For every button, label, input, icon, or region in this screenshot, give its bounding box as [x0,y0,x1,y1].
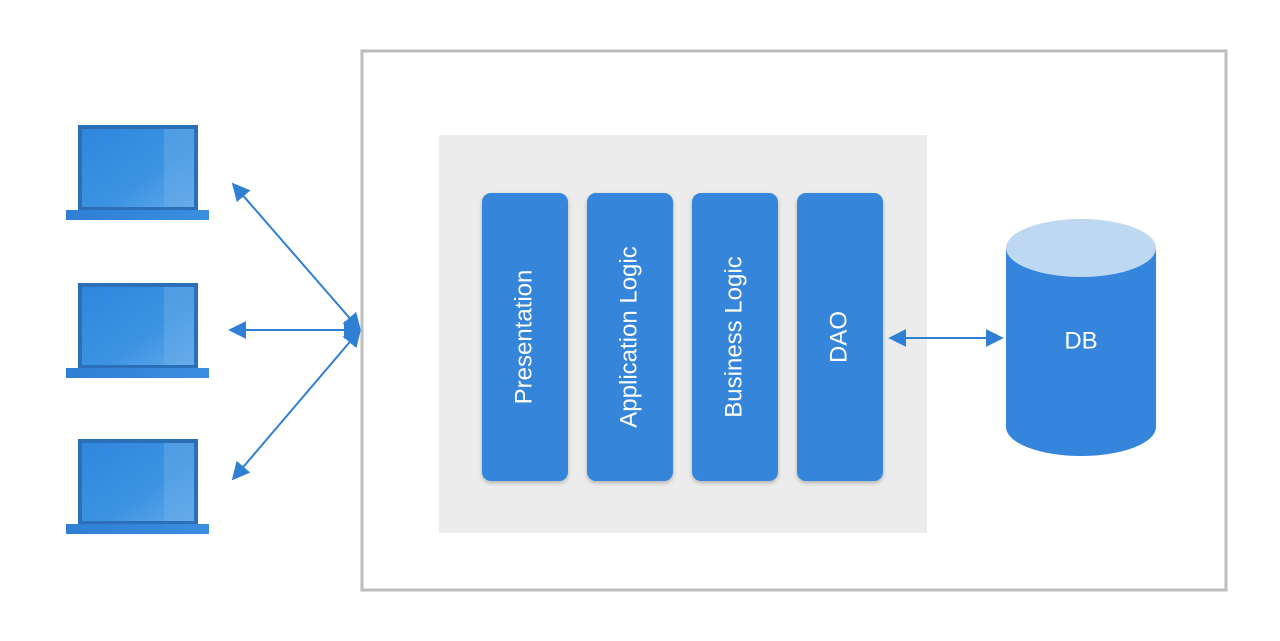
database-label: DB [1064,327,1097,354]
database-icon [1006,248,1156,456]
layer-business-logic: Business Logic [692,193,778,481]
client-laptop-2 [66,283,209,378]
layer-label: DAO [825,311,852,363]
layer-presentation: Presentation [482,193,568,481]
client-arrow-3 [231,328,362,481]
client-laptop-1 [66,125,209,220]
layer-label: Business Logic [720,256,747,417]
layer-application-logic: Application Logic [587,193,673,481]
layer-dao: DAO [797,193,883,481]
client-arrow-1 [231,182,362,332]
client-laptop-3 [66,439,209,534]
layer-label: Presentation [510,270,537,405]
layer-label: Application Logic [615,246,642,427]
database: DB [1006,219,1156,456]
